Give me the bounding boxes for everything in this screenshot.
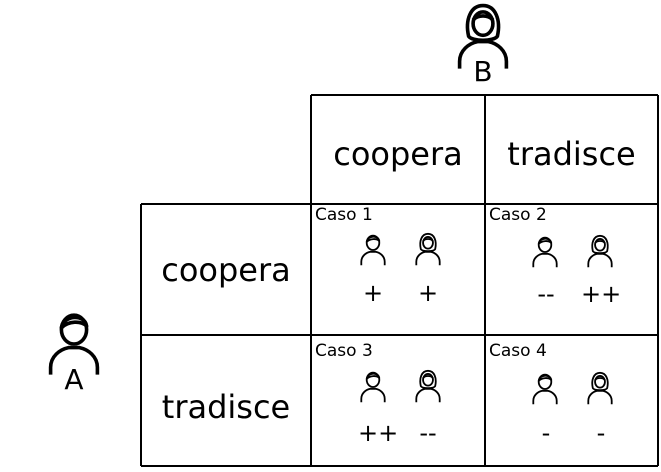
case-3-a-payoff: ++: [358, 419, 399, 447]
woman-person-icon: [413, 232, 443, 268]
column-header-tradisce: tradisce: [507, 135, 636, 173]
player-a-label: A: [64, 363, 84, 396]
case-4-b-payoff: -: [596, 419, 606, 447]
row-header-coopera: coopera: [161, 250, 291, 289]
woman-person-icon: [585, 371, 615, 407]
man-person-icon: [358, 369, 388, 405]
case-1-b-payoff: +: [417, 279, 439, 307]
man-person-icon: [530, 371, 560, 407]
row-header-tradisce: tradisce: [161, 387, 291, 426]
man-person-icon: [530, 234, 560, 270]
case-2-label: Caso 2: [489, 205, 547, 225]
case-2-a-payoff: --: [537, 280, 555, 308]
case-4-a-payoff: -: [541, 419, 551, 447]
case-3-b-payoff: --: [419, 419, 437, 447]
column-header-coopera: coopera: [333, 135, 463, 173]
player-b-label: B: [473, 55, 493, 88]
case-2-b-payoff: ++: [581, 280, 622, 308]
man-person-icon: [358, 232, 388, 268]
case-1-label: Caso 1: [315, 205, 373, 225]
woman-person-icon: [585, 234, 615, 270]
case-4-label: Caso 4: [489, 341, 547, 361]
case-1-a-payoff: +: [362, 279, 384, 307]
woman-person-icon: [413, 369, 443, 405]
case-3-label: Caso 3: [315, 341, 373, 361]
